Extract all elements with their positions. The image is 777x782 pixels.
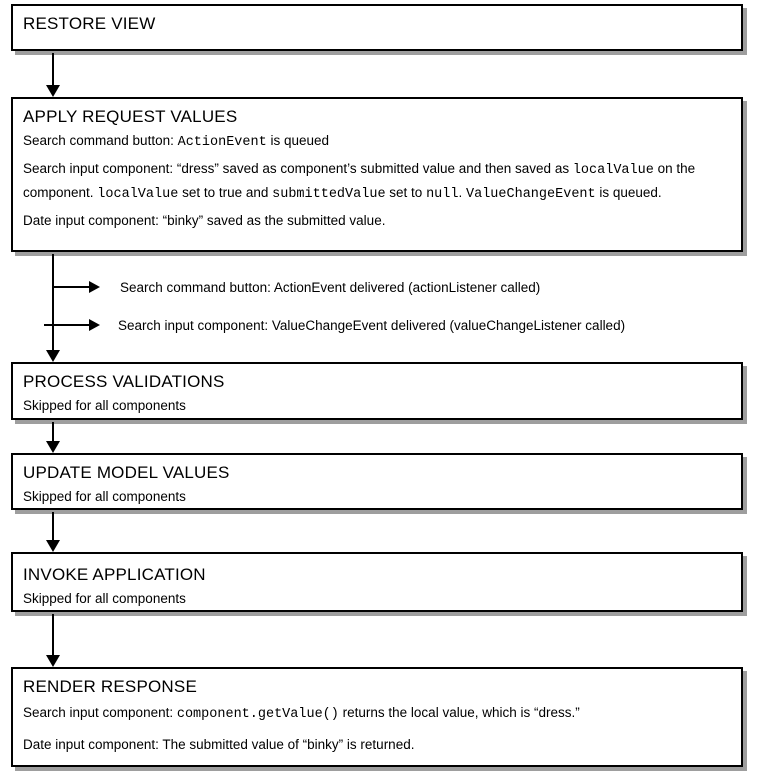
body-paragraph: Skipped for all components [23, 486, 731, 508]
code-text: component.getValue() [176, 707, 339, 722]
phase-body: Skipped for all components [23, 588, 731, 610]
arrow-down-icon [46, 655, 60, 667]
body-text: Date input component: The submitted valu… [23, 737, 415, 752]
body-text: Search input component: [23, 705, 177, 720]
arrow-right-icon [89, 319, 100, 331]
phase-title: APPLY REQUEST VALUES [23, 107, 238, 126]
arrow-right-icon [89, 281, 100, 293]
phase-title: RESTORE VIEW [23, 14, 156, 33]
phase-body: Search input component: component.getVal… [23, 702, 731, 756]
code-text: null [426, 187, 459, 202]
phase-body: Skipped for all components [23, 486, 731, 508]
body-paragraph: Skipped for all components [23, 395, 731, 417]
body-paragraph: Skipped for all components [23, 588, 731, 610]
event-delivery-label: Search input component: ValueChangeEvent… [118, 318, 626, 333]
phase-title: INVOKE APPLICATION [23, 565, 206, 584]
body-text: Skipped for all components [23, 489, 186, 504]
body-text: returns the local value, which is “dress… [338, 705, 580, 720]
body-paragraph: Date input component: The submitted valu… [23, 734, 731, 756]
arrow-down-icon [46, 350, 60, 362]
arrow-down-icon [46, 85, 60, 97]
phase-title: PROCESS VALIDATIONS [23, 372, 225, 391]
phase-box-process-validations: PROCESS VALIDATIONS Skipped for all comp… [11, 362, 743, 420]
body-text: Date input component: “binky” saved as t… [23, 213, 386, 228]
branch-connector-line [44, 324, 89, 326]
code-text: submittedValue [272, 187, 386, 202]
code-text: localValue [97, 187, 179, 202]
flow-connector-line [52, 614, 54, 655]
body-paragraph: Search command button: ActionEvent is qu… [23, 130, 731, 154]
phase-title: UPDATE MODEL VALUES [23, 463, 230, 482]
flow-connector-line [52, 512, 54, 540]
body-paragraph: Date input component: “binky” saved as t… [23, 210, 731, 232]
body-text: set to [385, 185, 427, 200]
phase-box-apply-request-values: APPLY REQUEST VALUES Search command butt… [11, 97, 743, 252]
event-delivery-label: Search command button: ActionEvent deliv… [120, 280, 541, 295]
body-text: on the component. [23, 161, 696, 200]
arrow-down-icon [46, 441, 60, 453]
phase-title: RENDER RESPONSE [23, 677, 197, 696]
code-text: ValueChangeEvent [466, 187, 596, 202]
phase-box-invoke-application: INVOKE APPLICATION Skipped for all compo… [11, 552, 743, 612]
phase-box-update-model-values: UPDATE MODEL VALUES Skipped for all comp… [11, 453, 743, 510]
flow-connector-line [52, 422, 54, 441]
body-text: is queued [266, 133, 330, 148]
body-text: is queued. [595, 185, 662, 200]
arrow-down-icon [46, 540, 60, 552]
body-paragraph: Search input component: “dress” saved as… [23, 158, 731, 206]
phase-body: Search command button: ActionEvent is qu… [23, 130, 731, 232]
body-paragraph: Search input component: component.getVal… [23, 702, 731, 726]
body-text: Search command button: [23, 133, 178, 148]
code-text: localValue [572, 163, 654, 178]
flow-connector-line [52, 254, 54, 350]
body-text: . [458, 185, 466, 200]
code-text: ActionEvent [177, 135, 267, 150]
flow-connector-line [52, 53, 54, 85]
body-text: Skipped for all components [23, 398, 186, 413]
branch-connector-line [53, 286, 89, 288]
phase-body: Skipped for all components [23, 395, 731, 417]
body-text: Search input component: “dress” saved as… [23, 161, 573, 176]
phase-box-restore-view: RESTORE VIEW [11, 4, 743, 51]
phase-box-render-response: RENDER RESPONSE Search input component: … [11, 667, 743, 767]
body-text: Skipped for all components [23, 591, 186, 606]
body-text: set to true and [178, 185, 273, 200]
